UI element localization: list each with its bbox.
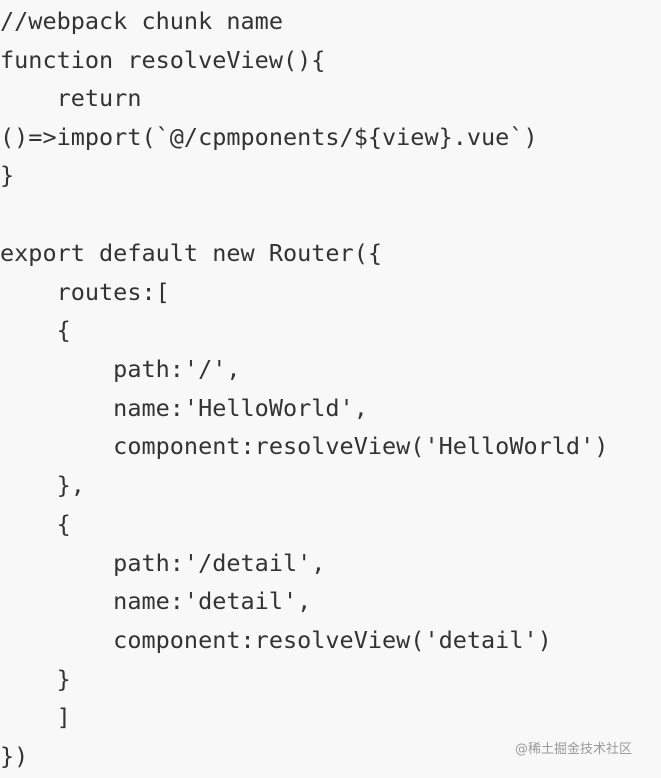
code-line: component:resolveView('detail') xyxy=(0,626,552,654)
code-line: path:'/', xyxy=(0,355,241,383)
code-line: { xyxy=(0,510,71,538)
code-line: }, xyxy=(0,471,85,499)
code-line: path:'/detail', xyxy=(0,549,326,577)
code-line: export default new Router({ xyxy=(0,239,383,267)
code-line: { xyxy=(0,316,71,344)
code-line: function resolveView(){ xyxy=(0,46,326,74)
code-line: //webpack chunk name xyxy=(0,7,283,35)
code-line: }) xyxy=(0,742,29,770)
code-line: } xyxy=(0,665,71,693)
code-line: } xyxy=(0,161,15,189)
code-line: component:resolveView('HelloWorld') xyxy=(0,432,609,460)
code-line: ()=>import(`@/cpmponents/${view}.vue`) xyxy=(0,123,538,151)
code-line: ] xyxy=(0,703,71,731)
code-line: name:'detail', xyxy=(0,587,312,615)
watermark: @稀土掘金技术社区 xyxy=(515,742,633,757)
code-line: routes:[ xyxy=(0,278,170,306)
code-line: return xyxy=(0,84,142,112)
code-line: name:'HelloWorld', xyxy=(0,394,368,422)
